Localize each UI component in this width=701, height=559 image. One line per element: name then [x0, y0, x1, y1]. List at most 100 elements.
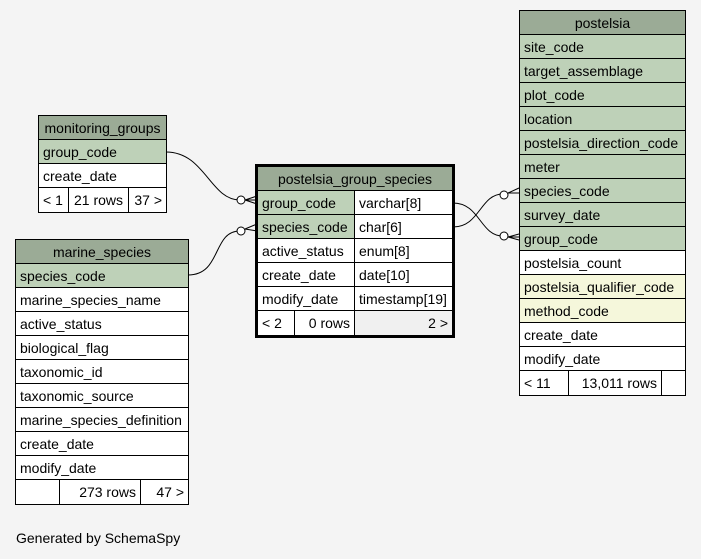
- column-row[interactable]: postelsia_count: [520, 251, 685, 275]
- column-row[interactable]: group_code varchar[8]: [258, 191, 452, 215]
- column-row[interactable]: modify_date: [16, 456, 188, 480]
- column-row[interactable]: create_date: [39, 164, 166, 188]
- column-name: modify_date: [258, 287, 354, 310]
- column-row[interactable]: marine_species_definition: [16, 408, 188, 432]
- column-row[interactable]: taxonomic_source: [16, 384, 188, 408]
- table-postelsia[interactable]: postelsia site_code target_assemblage pl…: [519, 10, 686, 396]
- column-row[interactable]: active_status enum[8]: [258, 239, 452, 263]
- table-header[interactable]: marine_species: [16, 240, 188, 264]
- column-name: create_date: [20, 436, 94, 452]
- column-name: biological_flag: [20, 340, 109, 356]
- table-name: postelsia: [574, 15, 631, 31]
- column-name: postelsia_direction_code: [524, 135, 679, 151]
- row-count: 13,011 rows: [568, 371, 661, 395]
- column-row[interactable]: species_code: [520, 179, 685, 203]
- column-row[interactable]: marine_species_name: [16, 288, 188, 312]
- column-name: species_code: [258, 215, 354, 238]
- child-count: [661, 371, 685, 395]
- column-name: survey_date: [524, 207, 601, 223]
- rel-line-postelsia-species: [452, 193, 504, 228]
- parent-count: < 1: [43, 192, 63, 208]
- table-monitoring-groups[interactable]: monitoring_groups group_code create_date…: [38, 115, 167, 213]
- table-postelsia-group-species[interactable]: postelsia_group_species group_code varch…: [255, 164, 455, 338]
- column-name: create_date: [43, 168, 117, 184]
- column-name: group_code: [258, 191, 354, 214]
- rel-line-postelsia-group: [452, 202, 504, 237]
- column-name: active_status: [20, 316, 102, 332]
- column-name: postelsia_qualifier_code: [524, 279, 675, 295]
- rel-marker-circle: [499, 190, 509, 200]
- child-count: 2 >: [354, 311, 452, 335]
- rel-marker-crowfoot: [507, 233, 520, 241]
- column-type: enum[8]: [354, 239, 452, 262]
- rel-line-monitoring-groups: [165, 151, 241, 201]
- column-type: varchar[8]: [354, 191, 452, 214]
- column-row[interactable]: active_status: [16, 312, 188, 336]
- column-name: location: [524, 111, 573, 127]
- column-row[interactable]: group_code: [520, 227, 685, 251]
- child-count: 47 >: [140, 480, 188, 504]
- column-row[interactable]: postelsia_qualifier_code: [520, 275, 685, 299]
- column-row[interactable]: species_code char[6]: [258, 215, 452, 239]
- parent-count: [16, 480, 59, 504]
- table-footer: < 1 21 rows 37 >: [39, 188, 166, 212]
- column-row[interactable]: create_date date[10]: [258, 263, 452, 287]
- column-name: active_status: [258, 239, 354, 262]
- column-row[interactable]: taxonomic_id: [16, 360, 188, 384]
- column-name: marine_species_definition: [20, 412, 182, 428]
- table-name: monitoring_groups: [44, 120, 161, 136]
- column-type: date[10]: [354, 263, 452, 286]
- table-header[interactable]: monitoring_groups: [39, 116, 166, 140]
- table-header[interactable]: postelsia_group_species: [258, 167, 452, 191]
- column-name: plot_code: [524, 87, 585, 103]
- column-name: species_code: [524, 183, 610, 199]
- rel-marker-crowfoot: [507, 187, 520, 194]
- column-type: timestamp[19]: [354, 287, 452, 310]
- table-footer: 273 rows 47 >: [16, 480, 188, 504]
- table-footer: < 11 13,011 rows: [520, 371, 685, 395]
- child-count: 37 >: [128, 188, 166, 212]
- column-row[interactable]: method_code: [520, 299, 685, 323]
- column-name: taxonomic_id: [20, 364, 103, 380]
- column-row[interactable]: target_assemblage: [520, 59, 685, 83]
- column-row[interactable]: location: [520, 107, 685, 131]
- column-row[interactable]: meter: [520, 155, 685, 179]
- column-row[interactable]: survey_date: [520, 203, 685, 227]
- column-name: group_code: [43, 144, 117, 160]
- column-name: modify_date: [20, 460, 97, 476]
- column-row[interactable]: create_date: [520, 323, 685, 347]
- rel-line-marine-species: [187, 230, 241, 276]
- generated-by-text: Generated by SchemaSpy: [16, 530, 181, 546]
- table-name: marine_species: [52, 244, 152, 260]
- table-name: postelsia_group_species: [277, 171, 433, 187]
- column-name: modify_date: [524, 351, 601, 367]
- parent-count: < 11: [524, 375, 551, 391]
- column-name: create_date: [524, 327, 598, 343]
- column-row[interactable]: postelsia_direction_code: [520, 131, 685, 155]
- column-row[interactable]: species_code: [16, 264, 188, 288]
- table-header[interactable]: postelsia: [520, 11, 685, 35]
- table-footer: < 2 0 rows 2 >: [258, 311, 452, 335]
- column-name: species_code: [20, 268, 106, 284]
- column-row[interactable]: plot_code: [520, 83, 685, 107]
- parent-count: < 2: [262, 315, 282, 331]
- rel-marker-circle: [236, 195, 246, 205]
- column-row[interactable]: create_date: [16, 432, 188, 456]
- rel-marker-circle: [236, 226, 246, 236]
- row-count: 273 rows: [59, 480, 140, 504]
- column-name: meter: [524, 159, 560, 175]
- column-row[interactable]: site_code: [520, 35, 685, 59]
- column-name: create_date: [258, 263, 354, 286]
- column-row[interactable]: group_code: [39, 140, 166, 164]
- column-name: group_code: [524, 231, 598, 247]
- column-name: target_assemblage: [524, 63, 644, 79]
- column-row[interactable]: modify_date timestamp[19]: [258, 287, 452, 311]
- column-name: method_code: [524, 303, 609, 319]
- column-name: site_code: [524, 39, 584, 55]
- column-row[interactable]: biological_flag: [16, 336, 188, 360]
- row-count: 21 rows: [68, 188, 128, 212]
- column-name: marine_species_name: [20, 292, 161, 308]
- column-name: taxonomic_source: [20, 388, 134, 404]
- column-row[interactable]: modify_date: [520, 347, 685, 371]
- table-marine-species[interactable]: marine_species species_code marine_speci…: [15, 239, 189, 505]
